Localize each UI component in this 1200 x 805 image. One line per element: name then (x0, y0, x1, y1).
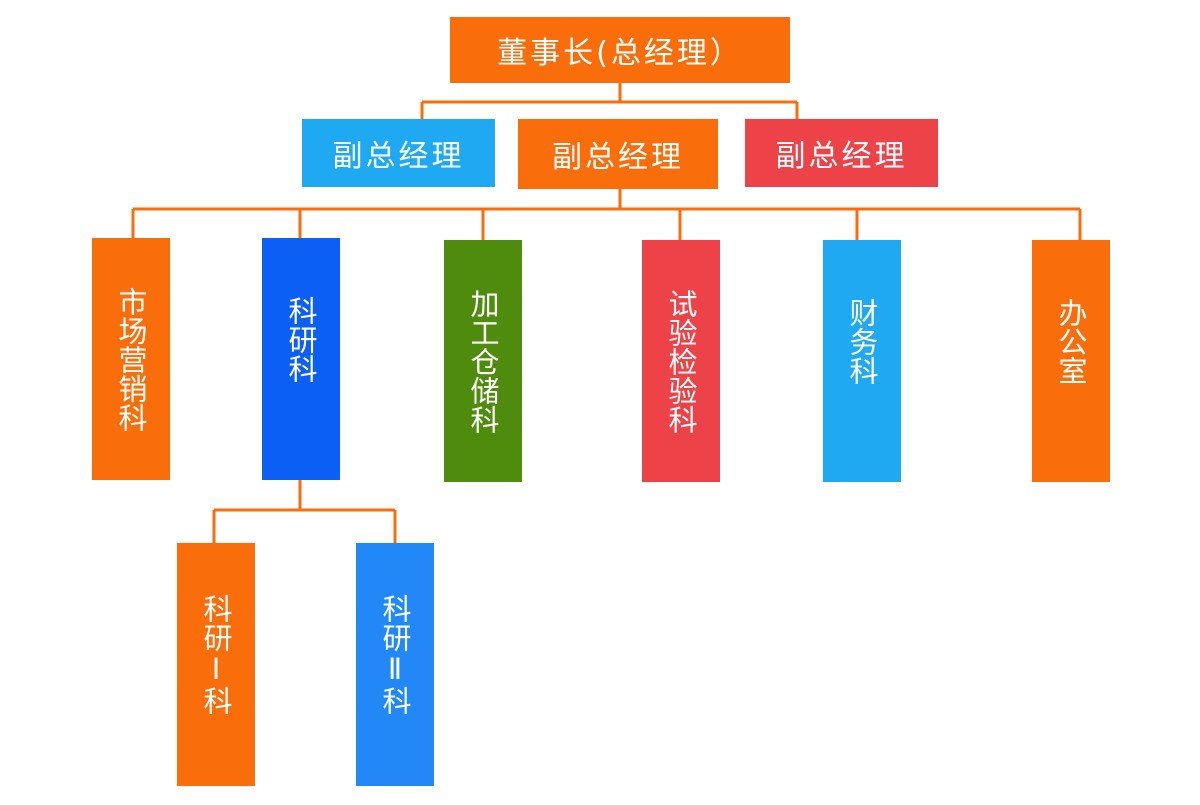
dept-finance-node: 财务科 (823, 240, 901, 482)
vice-gm-center-node: 副总经理 (518, 119, 718, 189)
dept-testing-node: 试验检验科 (642, 240, 720, 482)
rd-subunit-2-label: 科研Ⅱ科 (378, 594, 412, 715)
vice-gm-left-label: 副总经理 (332, 139, 465, 174)
vice-gm-right-label: 副总经理 (775, 139, 908, 174)
vice-gm-left-node: 副总经理 (302, 119, 495, 187)
vice-gm-center-label: 副总经理 (552, 140, 684, 175)
chairman-node: 董事长(总经理） (450, 17, 790, 83)
rd-subunit-2-node: 科研Ⅱ科 (356, 543, 434, 786)
dept-marketing-label: 市场营销科 (114, 286, 148, 432)
rd-subunit-1-label: 科研Ⅰ科 (199, 594, 233, 715)
chairman-label: 董事长(总经理） (497, 36, 743, 71)
vice-gm-right-node: 副总经理 (745, 119, 938, 187)
dept-office-label: 办公室 (1054, 297, 1088, 385)
dept-rd-label: 科研科 (284, 295, 318, 383)
dept-rd-node: 科研科 (262, 238, 340, 480)
dept-marketing-node: 市场营销科 (92, 238, 170, 480)
dept-finance-label: 财务科 (845, 297, 879, 385)
dept-testing-label: 试验检验科 (664, 288, 698, 434)
rd-subunit-1-node: 科研Ⅰ科 (177, 543, 255, 786)
dept-processing-storage-label: 加工仓储科 (466, 288, 500, 434)
dept-office-node: 办公室 (1032, 240, 1110, 482)
dept-processing-storage-node: 加工仓储科 (444, 240, 522, 482)
